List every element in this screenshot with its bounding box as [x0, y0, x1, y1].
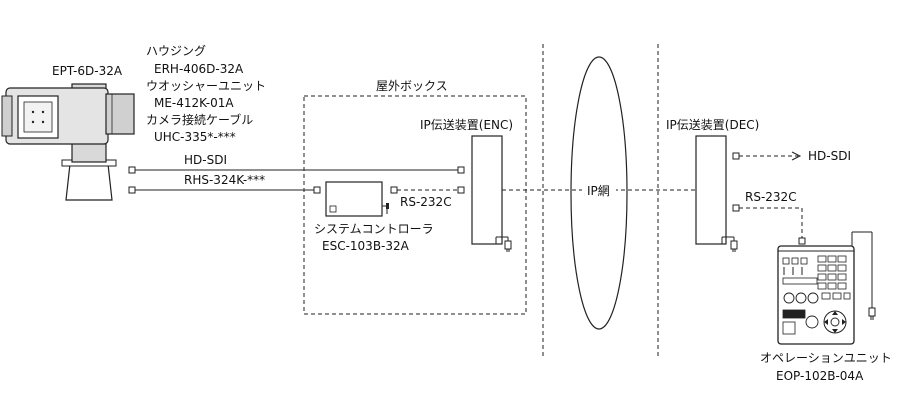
cable-title: カメラ接続ケーブル — [146, 112, 253, 127]
washer-model: ME-412K-01A — [154, 96, 234, 110]
outdoor-box — [303, 95, 527, 315]
arrow-icon — [791, 151, 802, 161]
ip-network-label: IP網 — [587, 184, 610, 198]
washer-title: ウオッシャーユニット — [146, 79, 266, 93]
ip-encoder — [471, 135, 503, 245]
rs232c-port-encoder — [457, 186, 465, 194]
ip-decoder — [695, 135, 727, 245]
housing-title: ハウジング — [146, 44, 206, 58]
hd-sdi-port-camera — [128, 166, 136, 174]
rs232c-port-decoder — [732, 204, 740, 212]
rs232c-port-operation — [798, 237, 806, 245]
decoder-title: IP伝送装置(DEC) — [666, 117, 759, 132]
operation-unit — [777, 231, 876, 345]
hd-sdi-out-label: HD-SDI — [808, 149, 851, 163]
outdoor-box-title: 屋外ボックス — [376, 79, 448, 93]
camera-model-label: EPT-6D-32A — [52, 64, 123, 78]
cable-model: UHC-335*-*** — [154, 130, 236, 144]
encoder-title: IP伝送装置(ENC) — [420, 117, 513, 132]
operation-unit-title: オペレーションユニット — [760, 351, 892, 365]
rs232c-port-controller — [390, 186, 398, 194]
hd-sdi-port-encoder — [457, 166, 465, 174]
ip-network-cloud — [570, 56, 628, 330]
rs232c-left-label: RS-232C — [400, 195, 452, 209]
camera-illustration — [1, 83, 135, 201]
rhs-port-camera — [128, 186, 136, 194]
operation-unit-model: EOP-102B-04A — [776, 369, 864, 383]
housing-model: ERH-406D-32A — [154, 62, 244, 76]
hd-sdi-label: HD-SDI — [184, 153, 227, 167]
rhs-cable-label: RHS-324K-*** — [184, 173, 265, 187]
system-controller-title: システムコントローラ — [314, 222, 434, 236]
encoder-power-plug — [495, 236, 512, 252]
system-controller — [325, 181, 389, 217]
system-controller-model: ESC-103B-32A — [322, 239, 410, 253]
hd-sdi-out-port — [732, 152, 740, 160]
decoder-power-plug — [721, 236, 738, 252]
rs232c-right-label: RS-232C — [745, 190, 797, 204]
rhs-port-controller — [313, 186, 321, 194]
